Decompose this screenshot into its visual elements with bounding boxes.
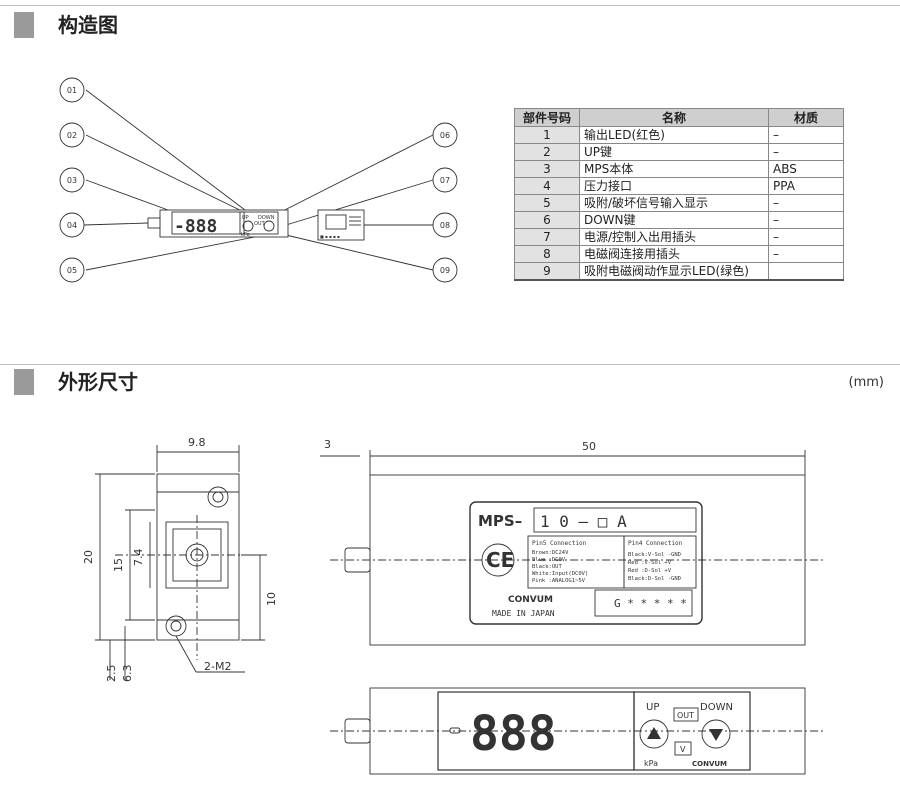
- section-title-structure: 构造图: [58, 13, 118, 37]
- svg-text:DOWN: DOWN: [258, 215, 275, 221]
- up-arrow-icon: [647, 727, 661, 739]
- dim-holes: 2-M2: [204, 660, 231, 673]
- serial-number: G * * * * *: [614, 597, 687, 610]
- brand-logo: CONVUM: [508, 595, 553, 605]
- dim-15: 15: [112, 558, 125, 572]
- col-header-part-no: 部件号码: [514, 108, 580, 127]
- front-kpa-label: kPa: [644, 759, 658, 768]
- callout-02: 02: [67, 131, 77, 140]
- callout-08: 08: [440, 221, 450, 230]
- svg-text:-888: -888: [174, 216, 217, 237]
- section-marker: [14, 12, 34, 38]
- callout-04: 04: [67, 221, 77, 230]
- display-digits: 888: [470, 706, 557, 762]
- col-header-material: 材质: [768, 108, 844, 127]
- dim-74: 7.4: [132, 549, 145, 567]
- section-divider-top: [0, 5, 900, 6]
- svg-text:MADE IN JAPAN: MADE IN JAPAN: [492, 609, 555, 618]
- svg-text:Pin5 Connection: Pin5 Connection: [532, 540, 587, 547]
- dim-width: 9.8: [188, 436, 206, 449]
- svg-text:UP: UP: [242, 215, 249, 221]
- front-brand-label: CONVUM: [692, 760, 727, 768]
- callout-03: 03: [67, 176, 77, 185]
- section-divider: [0, 364, 900, 365]
- svg-text:White:Input(DC0V): White:Input(DC0V): [532, 571, 588, 577]
- svg-text:Red :V-Sol +V: Red :V-Sol +V: [628, 560, 672, 566]
- svg-text:Blue :DC0V: Blue :DC0V: [532, 557, 566, 563]
- callout-07: 07: [440, 176, 450, 185]
- label-model-suffix: 1 0 – □ A: [540, 512, 627, 531]
- svg-text:Pink :ANALOG1~5V: Pink :ANALOG1~5V: [532, 578, 586, 584]
- section-title-dimensions: 外形尺寸: [58, 370, 138, 394]
- svg-text:Red :D-Sol +V: Red :D-Sol +V: [628, 568, 672, 574]
- dim-length: 50: [582, 440, 596, 453]
- svg-text:kPa: kPa: [241, 232, 250, 238]
- front-up-label: UP: [646, 702, 659, 713]
- svg-text:Brown:DC24V: Brown:DC24V: [532, 550, 569, 556]
- front-v-label: V: [680, 745, 686, 754]
- dim-offset: 3: [324, 438, 331, 451]
- callout-06: 06: [440, 131, 450, 140]
- unit-label: (mm): [848, 375, 884, 390]
- svg-text:■ ▪ ▪ ▪ ▪: ■ ▪ ▪ ▪ ▪: [320, 234, 340, 239]
- front-out-label: OUT: [677, 711, 694, 720]
- svg-text:OUT: OUT: [254, 221, 266, 227]
- callout-05: 05: [67, 266, 77, 275]
- top-view-drawing: MPS– 1 0 – □ A CE Pin5 Connection Brown:…: [320, 438, 825, 646]
- dim-height: 20: [82, 550, 95, 564]
- dim-25: 2.5: [105, 665, 118, 683]
- svg-text:Black:OUT: Black:OUT: [532, 564, 562, 570]
- callout-09: 09: [440, 266, 450, 275]
- dim-10: 10: [265, 592, 278, 606]
- dim-63: 6.3: [121, 665, 134, 683]
- front-down-label: DOWN: [700, 702, 733, 713]
- callout-01: 01: [67, 86, 77, 95]
- down-arrow-icon: [709, 729, 723, 741]
- svg-text:Black:D-Sol -GND: Black:D-Sol -GND: [628, 576, 681, 582]
- structure-diagram: -888 UP DOWN OUT kPa ■ ▪ ▪ ▪ ▪ 01 02 03 …: [59, 77, 458, 283]
- svg-text:CE: CE: [486, 548, 514, 572]
- section-marker: [14, 369, 34, 395]
- label-model-prefix: MPS–: [478, 512, 522, 530]
- svg-text:Black:V-Sol -GND: Black:V-Sol -GND: [628, 552, 681, 558]
- svg-text:Pin4 Connection: Pin4 Connection: [628, 540, 683, 547]
- front-panel-drawing: 888 UP DOWN OUT V kPa CONVUM: [330, 687, 825, 775]
- end-view-drawing: 9.8 20 15 7.4 10 2.5 6.3 2-M2: [82, 436, 278, 683]
- col-header-name: 名称: [579, 108, 769, 127]
